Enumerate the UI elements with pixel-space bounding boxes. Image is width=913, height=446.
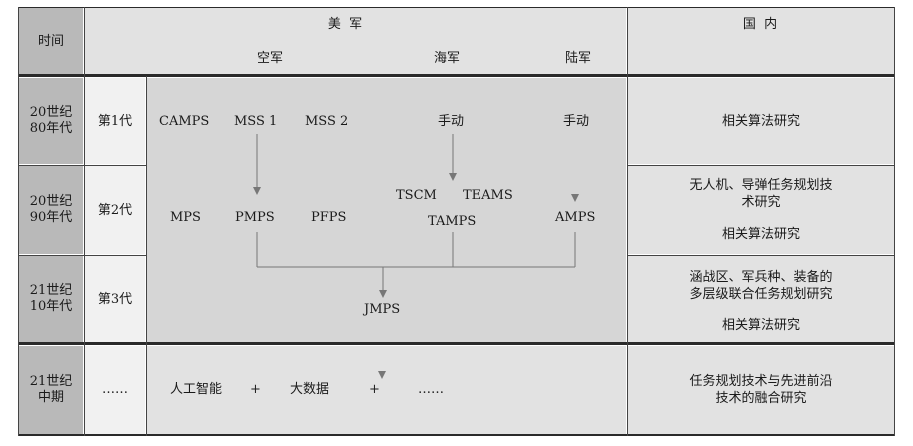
era-cell-2 xyxy=(19,166,83,254)
gen-label-3: 第3代 xyxy=(97,292,133,307)
gen-label-2: 第2代 xyxy=(97,203,133,218)
arrow-manual-tscm xyxy=(449,173,457,181)
row-divider-1-2-left xyxy=(18,165,146,166)
row-divider-2-3-left xyxy=(18,255,146,256)
left-border xyxy=(18,7,19,436)
army-header: 陆军 xyxy=(564,51,591,66)
navy-header: 海军 xyxy=(433,51,460,66)
gen-cell-4 xyxy=(85,346,145,434)
gen-cell-2 xyxy=(85,166,145,254)
system-mps: MPS xyxy=(170,210,201,225)
future-plus-2: + xyxy=(369,382,380,397)
air-force-header: 空军 xyxy=(256,51,283,66)
future-bigdata: 大数据 xyxy=(290,382,330,397)
system-jmps: JMPS xyxy=(364,302,401,317)
header-bottom-border xyxy=(18,74,895,77)
us-systems-area xyxy=(147,78,626,342)
domestic-r2b: 术研究 xyxy=(741,195,781,210)
row-divider-1-2-right xyxy=(627,165,895,166)
domestic-r3c: 相关算法研究 xyxy=(721,318,800,333)
domestic-cell-2 xyxy=(628,166,894,254)
system-pfps: PFPS xyxy=(311,210,347,225)
domestic-header-cell xyxy=(628,8,894,74)
domestic-r4a: 任务规划技术与先进前沿 xyxy=(689,374,833,389)
future-ai: 人工智能 xyxy=(170,382,223,397)
row-divider-3-4 xyxy=(18,342,895,345)
arrow-manual-amps xyxy=(571,194,579,202)
us-future-area xyxy=(147,346,626,434)
gen-cell-3 xyxy=(85,256,145,342)
era-cell-4 xyxy=(19,346,83,434)
system-tscm: TSCM xyxy=(396,188,437,203)
time-header: 时间 xyxy=(37,34,64,49)
row-divider-2-3-right xyxy=(627,255,895,256)
domestic-r3a: 涵战区、军兵种、装备的 xyxy=(689,270,833,285)
arrow-future xyxy=(378,371,386,379)
navy-manual: 手动 xyxy=(438,114,465,129)
us-header: 美 军 xyxy=(327,17,363,32)
right-border xyxy=(894,7,895,436)
gen-label-1: 第1代 xyxy=(97,114,133,129)
us-header-cell xyxy=(85,8,626,74)
era-label-3: 21世纪 10年代 xyxy=(29,283,73,314)
era-cell-1 xyxy=(19,78,83,164)
era-label-4: 21世纪 中期 xyxy=(29,374,73,405)
future-more: …… xyxy=(418,382,444,397)
domestic-r1: 相关算法研究 xyxy=(721,114,800,129)
system-mss1: MSS 1 xyxy=(234,114,278,129)
era-cell-3 xyxy=(19,256,83,342)
top-border xyxy=(18,7,895,8)
us-col-border xyxy=(627,7,628,436)
domestic-cell-3 xyxy=(628,256,894,342)
future-plus-1: + xyxy=(250,382,261,397)
system-teams: TEAMS xyxy=(463,188,513,203)
system-pmps: PMPS xyxy=(235,210,275,225)
domestic-header: 国 内 xyxy=(742,17,778,32)
domestic-r2a: 无人机、导弹任务规划技 xyxy=(689,178,833,193)
system-mss2: MSS 2 xyxy=(305,114,349,129)
domestic-r2c: 相关算法研究 xyxy=(721,227,800,242)
time-col-border xyxy=(84,7,85,436)
gen-cell-1 xyxy=(85,78,145,164)
arrow-mss1-pmps xyxy=(253,187,261,195)
era-label-2: 20世纪 90年代 xyxy=(29,194,73,225)
bottom-border xyxy=(18,434,895,436)
era-label-1: 20世纪 80年代 xyxy=(29,105,73,136)
time-header-cell xyxy=(19,8,83,74)
domestic-r3b: 多层级联合任务规划研究 xyxy=(689,287,833,302)
gen-label-4: …… xyxy=(102,382,128,397)
domestic-cell-1 xyxy=(628,78,894,164)
gen-col-border xyxy=(146,76,147,436)
system-amps: AMPS xyxy=(555,210,596,225)
domestic-r4b: 技术的融合研究 xyxy=(715,391,807,406)
system-tamps: TAMPS xyxy=(428,214,477,229)
system-camps: CAMPS xyxy=(159,114,210,129)
domestic-cell-4 xyxy=(628,346,894,434)
army-manual: 手动 xyxy=(563,114,590,129)
arrow-to-jmps xyxy=(379,290,387,298)
